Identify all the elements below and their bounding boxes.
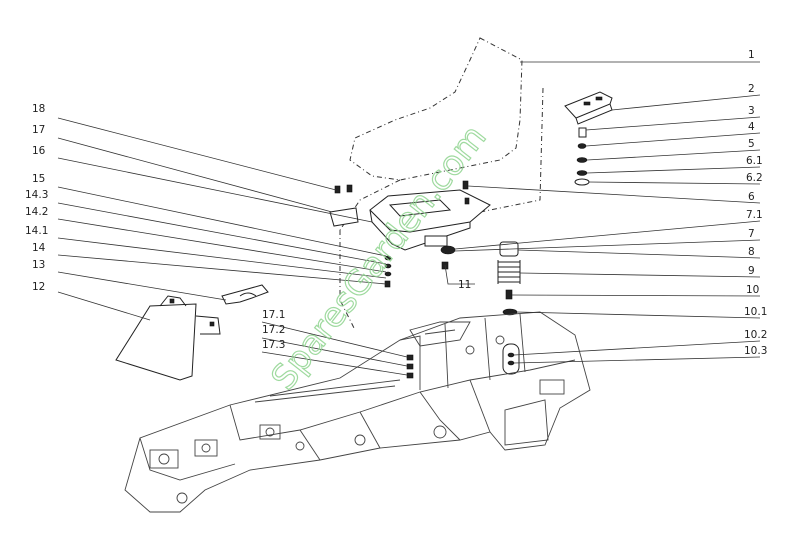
- label-1: 1: [748, 49, 755, 61]
- label-15: 15: [32, 173, 45, 185]
- part-17-stack: [406, 354, 414, 379]
- label-10: 10: [746, 284, 759, 296]
- part-13-clip: [221, 284, 269, 305]
- label-13: 13: [32, 259, 45, 271]
- label-10-2: 10.2: [744, 329, 767, 341]
- label-17-3: 17.3: [262, 339, 285, 351]
- label-10-3: 10.3: [744, 345, 767, 357]
- chassis-frame: [124, 311, 591, 513]
- spring-assembly: [497, 241, 521, 375]
- label-14: 14: [32, 242, 46, 254]
- part-7-nut: [440, 245, 456, 255]
- label-3: 3: [748, 105, 755, 117]
- label-14-1: 14.1: [25, 225, 48, 237]
- label-12: 12: [32, 281, 45, 293]
- label-10-1: 10.1: [744, 306, 767, 318]
- label-9: 9: [748, 265, 755, 277]
- label-11: 11: [458, 279, 471, 291]
- label-4: 4: [748, 121, 755, 133]
- label-17: 17: [32, 124, 45, 136]
- label-6: 6: [748, 191, 755, 203]
- label-14-3: 14.3: [25, 189, 48, 201]
- label-17-2: 17.2: [262, 324, 285, 336]
- leader-lines: [57, 61, 761, 376]
- label-6-2: 6.2: [746, 172, 763, 184]
- label-7: 7: [748, 228, 755, 240]
- part-17-bracket: [329, 207, 359, 227]
- label-14-2: 14.2: [25, 206, 48, 218]
- label-2: 2: [748, 83, 755, 95]
- part-18-screws: [334, 184, 353, 194]
- label-5: 5: [748, 138, 755, 150]
- seat-plate: [369, 189, 491, 251]
- label-7-1: 7.1: [746, 209, 763, 221]
- part-2-bracket: [564, 91, 613, 125]
- label-17-1: 17.1: [262, 309, 285, 321]
- part-labels: 1 2 3 4 5 6.1 6.2 6 7.1 7 8 9 10 10.1 10…: [25, 49, 767, 357]
- part-12-plate: [115, 295, 221, 381]
- label-18: 18: [32, 103, 45, 115]
- label-16: 16: [32, 145, 46, 157]
- label-8: 8: [748, 246, 755, 258]
- fastener-stack: [574, 127, 590, 186]
- label-6-1: 6.1: [746, 155, 763, 167]
- part-6-screw: [462, 180, 469, 190]
